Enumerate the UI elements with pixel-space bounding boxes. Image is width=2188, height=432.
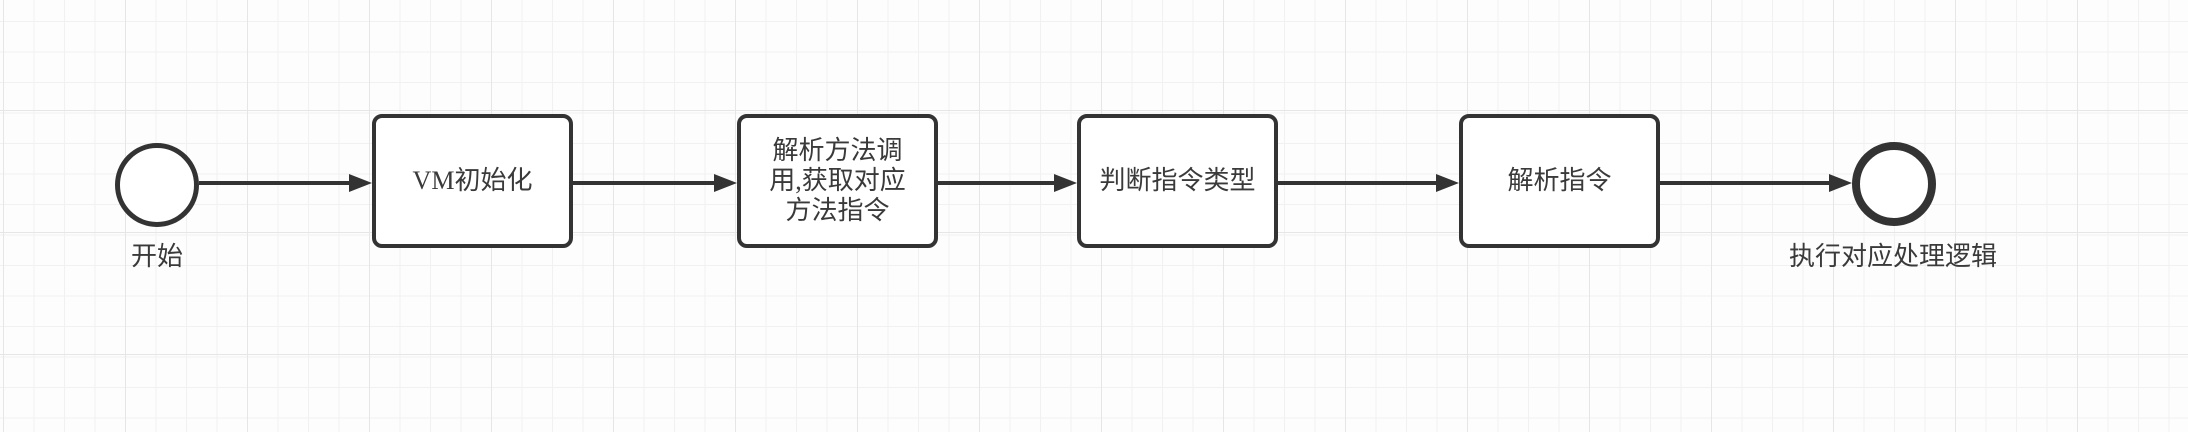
node-judge-instruction-type[interactable]: 判断指令类型 (1077, 114, 1278, 248)
node-vm-init[interactable]: VM初始化 (372, 114, 573, 248)
node-start-event[interactable] (115, 143, 199, 227)
connector-parse-method-call-to-judge-type[interactable] (938, 174, 1077, 192)
node-parse-method-call-label: 解析方法调用,获取对应方法指令 (769, 136, 906, 225)
end-event-label: 执行对应处理逻辑 (1788, 242, 1998, 271)
node-parse-method-call[interactable]: 解析方法调用,获取对应方法指令 (737, 114, 938, 248)
node-end-event[interactable] (1852, 142, 1936, 226)
node-parse-instruction[interactable]: 解析指令 (1459, 114, 1660, 248)
start-event-label: 开始 (130, 242, 184, 271)
connector-parse-instruction-to-end[interactable] (1660, 174, 1852, 192)
connector-judge-type-to-parse-instruction[interactable] (1278, 174, 1459, 192)
node-parse-instruction-label: 解析指令 (1507, 166, 1612, 195)
connector-vm-init-to-parse-method-call[interactable] (573, 174, 737, 192)
node-vm-init-label: VM初始化 (412, 166, 533, 195)
node-judge-instruction-type-label: 判断指令类型 (1099, 166, 1256, 195)
connector-start-to-vm-init[interactable] (199, 174, 372, 192)
